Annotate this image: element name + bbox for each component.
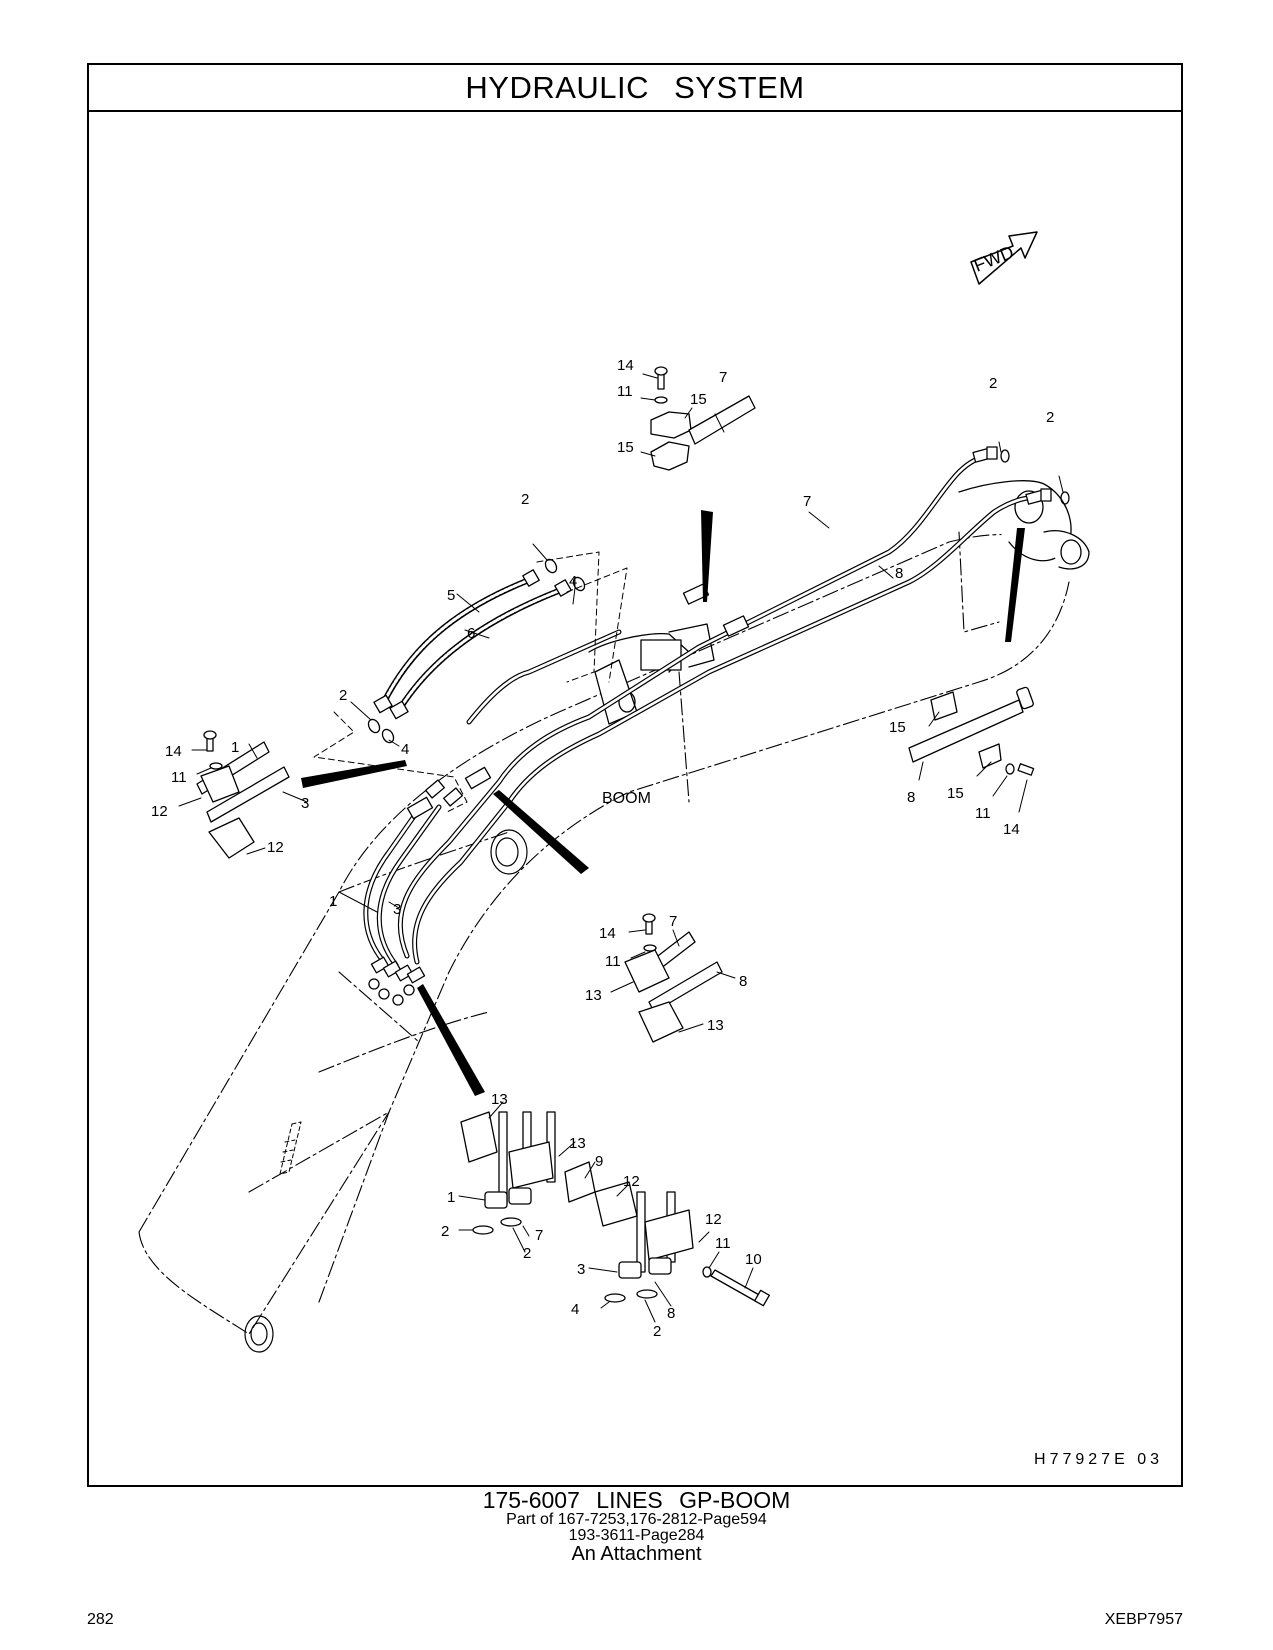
callout-label: 15 bbox=[889, 719, 906, 736]
page-number: 282 bbox=[87, 1611, 114, 1628]
hose-5-inner bbox=[381, 578, 531, 706]
callout-label: 1 bbox=[447, 1189, 455, 1206]
hose-fittings bbox=[373, 569, 572, 720]
steel-line-8 bbox=[412, 494, 1042, 965]
right-clamp-assembly bbox=[908, 686, 1035, 776]
diagram-frame: HYDRAULIC SYSTEM FWD bbox=[87, 63, 1183, 1487]
callout-label: 14 bbox=[165, 743, 182, 760]
callout-label: 11 bbox=[171, 769, 187, 786]
callout-label: 2 bbox=[339, 687, 347, 704]
callout-label: 12 bbox=[267, 839, 284, 856]
callout-label: 3 bbox=[301, 795, 309, 812]
boom-foot-pin bbox=[244, 829, 528, 1353]
callout-label: 12 bbox=[705, 1211, 722, 1228]
hose-6-inner bbox=[397, 588, 563, 712]
boom-decal bbox=[279, 1121, 302, 1175]
callout-label: 13 bbox=[707, 1017, 724, 1034]
callout-label: 7 bbox=[803, 493, 811, 510]
callout-label: 14 bbox=[599, 925, 616, 942]
caption-title: 175-6007 LINES GP-BOOM bbox=[482, 1487, 791, 1513]
callout-label: 4 bbox=[401, 741, 409, 758]
callout-label: 5 bbox=[447, 587, 455, 604]
upper-fittings bbox=[425, 446, 1052, 807]
callout-label: 11 bbox=[975, 805, 991, 822]
steel-lines-1-3-inner bbox=[364, 630, 621, 967]
callout-label: 2 bbox=[1046, 409, 1054, 426]
document-id: XEBP7957 bbox=[1104, 1611, 1183, 1628]
callout-label: 11 bbox=[617, 383, 633, 400]
steel-line-7-inner bbox=[399, 454, 991, 958]
callout-label: 11 bbox=[605, 953, 621, 970]
fwd-arrow-icon: FWD bbox=[970, 231, 1038, 285]
callout-label: 11 bbox=[715, 1235, 731, 1252]
callout-label: 14 bbox=[617, 357, 634, 374]
caption-line: Part of 167-7253,176-2812-Page594 bbox=[506, 1511, 767, 1528]
callout-label: 4 bbox=[571, 1301, 579, 1318]
callout-label: 13 bbox=[585, 987, 602, 1004]
callout-label: 1 bbox=[231, 739, 239, 756]
callout-label: 2 bbox=[441, 1223, 449, 1240]
callout-label: 13 bbox=[569, 1135, 586, 1152]
callout-label: 2 bbox=[989, 375, 997, 392]
callout-label: 15 bbox=[947, 785, 964, 802]
caption-line: An Attachment bbox=[571, 1543, 702, 1565]
callout-label: 8 bbox=[895, 565, 903, 582]
title-bar: HYDRAULIC SYSTEM bbox=[89, 65, 1181, 112]
callout-label: 8 bbox=[667, 1305, 675, 1322]
figure-caption: 175-6007 LINES GP-BOOM Part of 167-7253,… bbox=[0, 1487, 1273, 1565]
callout-label: 7 bbox=[719, 369, 727, 386]
boom-label: BOOM bbox=[602, 790, 651, 807]
callout-label: 4 bbox=[569, 573, 577, 590]
callout-label: 7 bbox=[669, 913, 677, 930]
callout-label: 15 bbox=[617, 439, 634, 456]
callout-label: 8 bbox=[907, 789, 915, 806]
callout-label: 3 bbox=[577, 1261, 585, 1278]
callout-numbers: 14 11 15 15 7 2 2 2 7 5 4 8 6 2 4 1 14 1… bbox=[151, 357, 1054, 1340]
caption-line: 193-3611-Page284 bbox=[568, 1527, 705, 1544]
callout-wedges bbox=[301, 510, 1025, 1096]
page-title: HYDRAULIC SYSTEM bbox=[465, 69, 805, 105]
callout-label: 7 bbox=[535, 1227, 543, 1244]
callout-label: 13 bbox=[491, 1091, 508, 1108]
leader-lines bbox=[178, 373, 1064, 1323]
callout-label: 2 bbox=[521, 491, 529, 508]
callout-label: 2 bbox=[653, 1323, 661, 1340]
line-end-fittings bbox=[368, 956, 426, 1006]
middle-clamp-assembly bbox=[624, 913, 723, 1043]
callout-label: 1 bbox=[329, 893, 337, 910]
left-clamp-assembly bbox=[196, 730, 290, 859]
steel-line-8-inner bbox=[413, 495, 1041, 964]
top-clamp-assembly bbox=[650, 366, 756, 471]
exploded-parts-diagram: FWD bbox=[138, 231, 1090, 1353]
drawing-number: H77927E 03 bbox=[1034, 1451, 1163, 1468]
steel-line-7 bbox=[397, 453, 992, 959]
callout-label: 12 bbox=[151, 803, 168, 820]
bottom-fitting-assembly bbox=[460, 1111, 770, 1307]
callout-label: 12 bbox=[623, 1173, 640, 1190]
callout-label: 10 bbox=[745, 1251, 762, 1268]
callout-label: 8 bbox=[739, 973, 747, 990]
callout-label: 15 bbox=[690, 391, 707, 408]
callout-label: 6 bbox=[467, 625, 475, 642]
steel-lines-1-3 bbox=[363, 629, 622, 968]
callout-label: 9 bbox=[595, 1153, 603, 1170]
callout-label: 14 bbox=[1003, 821, 1020, 838]
callout-label: 3 bbox=[393, 901, 401, 918]
callout-label: 2 bbox=[523, 1245, 531, 1262]
